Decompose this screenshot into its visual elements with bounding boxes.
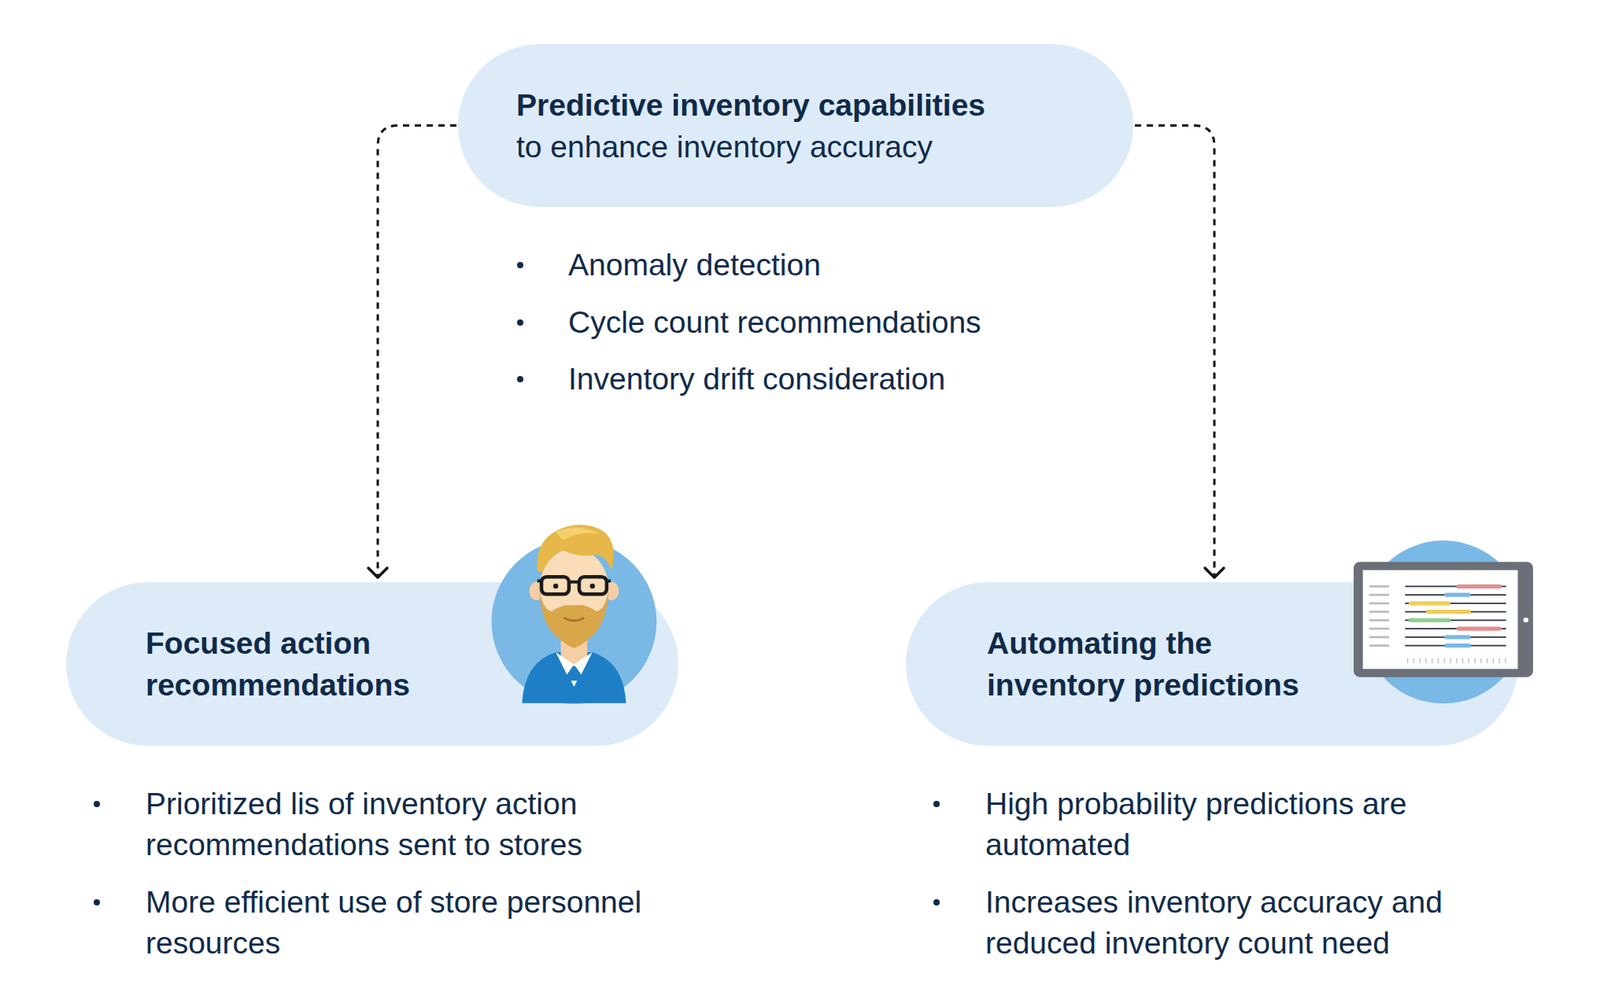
screen-bar: [1411, 601, 1449, 606]
bullet-item: Increases inventory accuracy and reduced…: [985, 882, 1529, 965]
screen-row-stub: [1370, 644, 1389, 647]
screen-tick: [1504, 658, 1506, 663]
screen-tick: [1486, 658, 1488, 663]
bullet-text: Anomaly detection: [568, 244, 1277, 286]
bullet-text: Prioritized lis of inventory action reco…: [145, 783, 666, 866]
bullet-item: Anomaly detection: [568, 244, 1277, 286]
bullet-dot: [517, 262, 524, 269]
person-illustration: [479, 514, 673, 714]
bullet-item: More efficient use of store personnel re…: [145, 882, 666, 965]
screen-bar: [1411, 618, 1449, 623]
pill-node: Predictive inventory capabilitiesto enha…: [458, 44, 1134, 207]
screen-tick: [1468, 658, 1470, 663]
screen-row-stub: [1370, 619, 1389, 622]
screen-tick: [1437, 658, 1439, 663]
screen-tick: [1474, 658, 1475, 663]
screen-tick: [1431, 658, 1433, 663]
arrowhead: [1204, 568, 1224, 578]
screen-tick: [1492, 658, 1494, 663]
bullet-dot: [933, 801, 940, 808]
screen-tick: [1425, 658, 1427, 663]
screen-row-stub: [1370, 594, 1389, 597]
bullet-item: High probability predictions are automat…: [985, 783, 1529, 866]
screen-row-line: [1405, 602, 1506, 605]
bullet-text: Cycle count recommendations: [568, 302, 1277, 344]
pill-node: Focused action recommendations: [66, 582, 679, 747]
bullet-dot: [933, 899, 940, 906]
screen-bar: [1446, 593, 1469, 598]
screen-bar: [1446, 643, 1469, 648]
screen-tick: [1480, 658, 1482, 663]
screen-row-stub: [1370, 628, 1389, 631]
screen-bar: [1458, 584, 1500, 589]
bullet-dot: [93, 801, 100, 808]
bullet-text: More efficient use of store personnel re…: [145, 882, 666, 965]
bullet-item: Inventory drift consideration: [568, 358, 1277, 400]
screen-row-line: [1405, 645, 1506, 647]
screen-row-stub: [1370, 585, 1389, 588]
pill-node: Automating the inventory predictions: [905, 582, 1519, 747]
node-subtitle: to enhance inventory accuracy: [516, 125, 1134, 168]
arrowhead: [368, 568, 388, 578]
bullet-dot: [517, 319, 524, 326]
screen-tick: [1462, 658, 1464, 663]
screen-bar: [1446, 635, 1469, 640]
screen-row-line: [1405, 636, 1506, 639]
screen-row-stub: [1370, 602, 1389, 606]
screen-tick: [1499, 658, 1501, 663]
bullet-dot: [517, 376, 524, 383]
screen-bar: [1458, 627, 1500, 632]
screen-row-line: [1405, 585, 1506, 588]
screen-row-stub: [1370, 636, 1389, 640]
screen-row-line: [1405, 619, 1506, 621]
connector-line: [1134, 125, 1215, 577]
screen-tick: [1449, 658, 1451, 663]
screen-tick: [1419, 658, 1421, 663]
node-heading: Automating the inventory predictions: [986, 622, 1318, 706]
screen-tick: [1444, 658, 1445, 663]
screen-row-stub: [1370, 610, 1389, 614]
node-heading: Focused action recommendations: [145, 622, 477, 706]
screen-row-line: [1405, 611, 1506, 614]
connector-line: [377, 125, 457, 577]
bullet-text: Inventory drift consideration: [568, 358, 1277, 400]
screen-row-line: [1405, 628, 1506, 630]
tablet-illustration: [1336, 540, 1541, 689]
screen-bar: [1428, 609, 1470, 614]
bullet-dot: [93, 899, 100, 906]
bullet-text: High probability predictions are automat…: [985, 783, 1529, 866]
bullet-text: Increases inventory accuracy and reduced…: [985, 882, 1529, 965]
screen-tick: [1407, 658, 1408, 663]
bullet-item: Cycle count recommendations: [568, 302, 1277, 344]
screen-tick: [1413, 658, 1415, 663]
node-heading: Predictive inventory capabilities: [516, 84, 1134, 126]
dashed-connector: [368, 125, 457, 579]
bullet-item: Prioritized lis of inventory action reco…: [145, 783, 666, 866]
screen-tick: [1455, 658, 1457, 663]
dashed-connector: [1134, 125, 1224, 579]
screen-row-line: [1405, 594, 1506, 596]
